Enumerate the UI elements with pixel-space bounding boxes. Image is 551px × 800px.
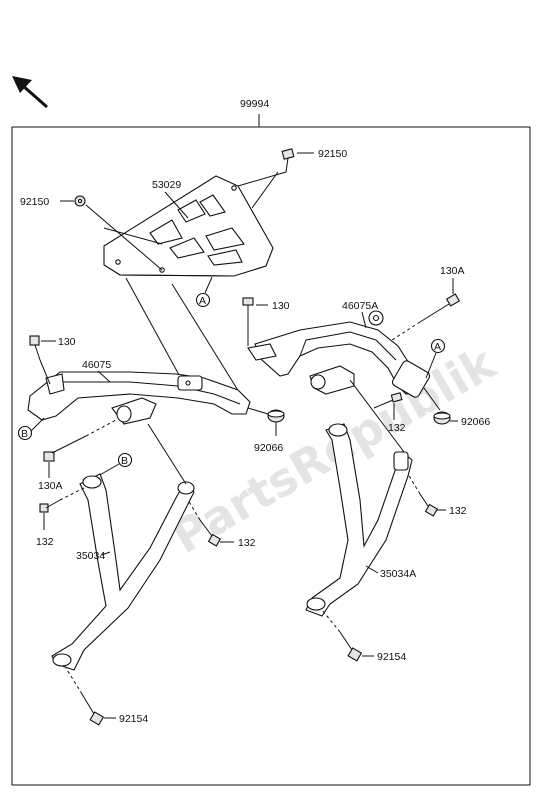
label-bolt-top: 92150 — [318, 148, 347, 160]
guide-bracket-right — [349, 379, 405, 453]
label-stay-right: 46075A — [342, 300, 378, 312]
stay-46075-part — [27, 371, 251, 425]
guide-left-bolt-2 — [103, 227, 163, 245]
label-bolt-left: 92150 — [20, 196, 49, 208]
leader-carrier-plate — [164, 191, 189, 219]
label-bracket-right: 35034A — [380, 568, 416, 580]
carrier-plate-part — [103, 175, 274, 277]
label-bolt-130-mid: 130 — [272, 300, 290, 312]
guide-top-bolt-2 — [251, 171, 279, 209]
label-damper-right: 92066 — [461, 416, 490, 428]
callout-b-left-text: B — [21, 428, 28, 440]
front-direction-arrow-icon — [12, 76, 48, 109]
callout-b-lower: B — [97, 452, 133, 477]
label-bolt-92154-right: 92154 — [377, 651, 406, 663]
bolt-132-left-mid — [39, 487, 85, 513]
kit-frame — [11, 114, 531, 786]
callout-a-right: A — [425, 338, 446, 379]
bolt-130A-right — [391, 293, 461, 341]
label-bolt-130A-left: 130A — [38, 480, 63, 492]
label-bolt-132-left-mid: 132 — [36, 536, 54, 548]
callout-b-left: B — [17, 417, 45, 441]
bolt-132-left-low — [187, 499, 222, 547]
label-damper-left: 92066 — [254, 442, 283, 454]
label-bracket-left: 35034 — [76, 550, 105, 562]
guide-damper-left — [247, 407, 269, 415]
label-bolt-132-left-low: 132 — [238, 537, 256, 549]
damper-92066-left — [267, 409, 285, 423]
leader-bracket-right — [365, 565, 379, 574]
damper-92066-right — [433, 411, 451, 425]
bolt-92154-left — [65, 667, 105, 726]
bolt-92154-right — [321, 609, 363, 662]
gear-icon — [368, 310, 384, 326]
leader-stay-right — [361, 311, 367, 329]
label-bolt-92154-left: 92154 — [119, 713, 148, 725]
label-stay-left: 46075 — [82, 359, 111, 371]
bolt-132-right-lower — [407, 473, 439, 517]
leader-bracket-left — [101, 551, 111, 556]
callout-b-lower-text: B — [121, 455, 128, 467]
bracket-35034A-part — [305, 423, 413, 617]
bolt-130-left — [29, 335, 51, 385]
bolt-132-right-upper — [373, 392, 403, 409]
bolt-130A-left — [43, 419, 117, 462]
label-bolt-132-right-lower: 132 — [449, 505, 467, 517]
label-bolt-132-right-upper: 132 — [388, 422, 406, 434]
stay-46075A-part — [247, 321, 431, 398]
guide-left-bolt — [85, 204, 163, 271]
guide-plate-left — [125, 277, 185, 385]
leader-stay-left — [97, 370, 111, 383]
label-bolt-130-left: 130 — [58, 336, 76, 348]
callout-a-right-text: A — [434, 341, 441, 353]
guide-damper-right — [423, 387, 441, 411]
label-bolt-130A-right: 130A — [440, 265, 465, 277]
label-kit: 99994 — [240, 98, 269, 110]
bracket-35034-part — [51, 473, 195, 671]
guide-bracket-left — [147, 423, 187, 485]
bolt-92150-top — [281, 148, 295, 173]
callout-a-plate-text: A — [199, 295, 206, 307]
guide-top-bolt — [237, 171, 287, 187]
bolt-130-mid — [242, 297, 254, 346]
bolt-92150-left — [74, 195, 86, 207]
guide-plate-right — [171, 283, 245, 401]
callout-a-plate: A — [195, 276, 213, 308]
label-carrier-plate: 53029 — [152, 179, 181, 191]
